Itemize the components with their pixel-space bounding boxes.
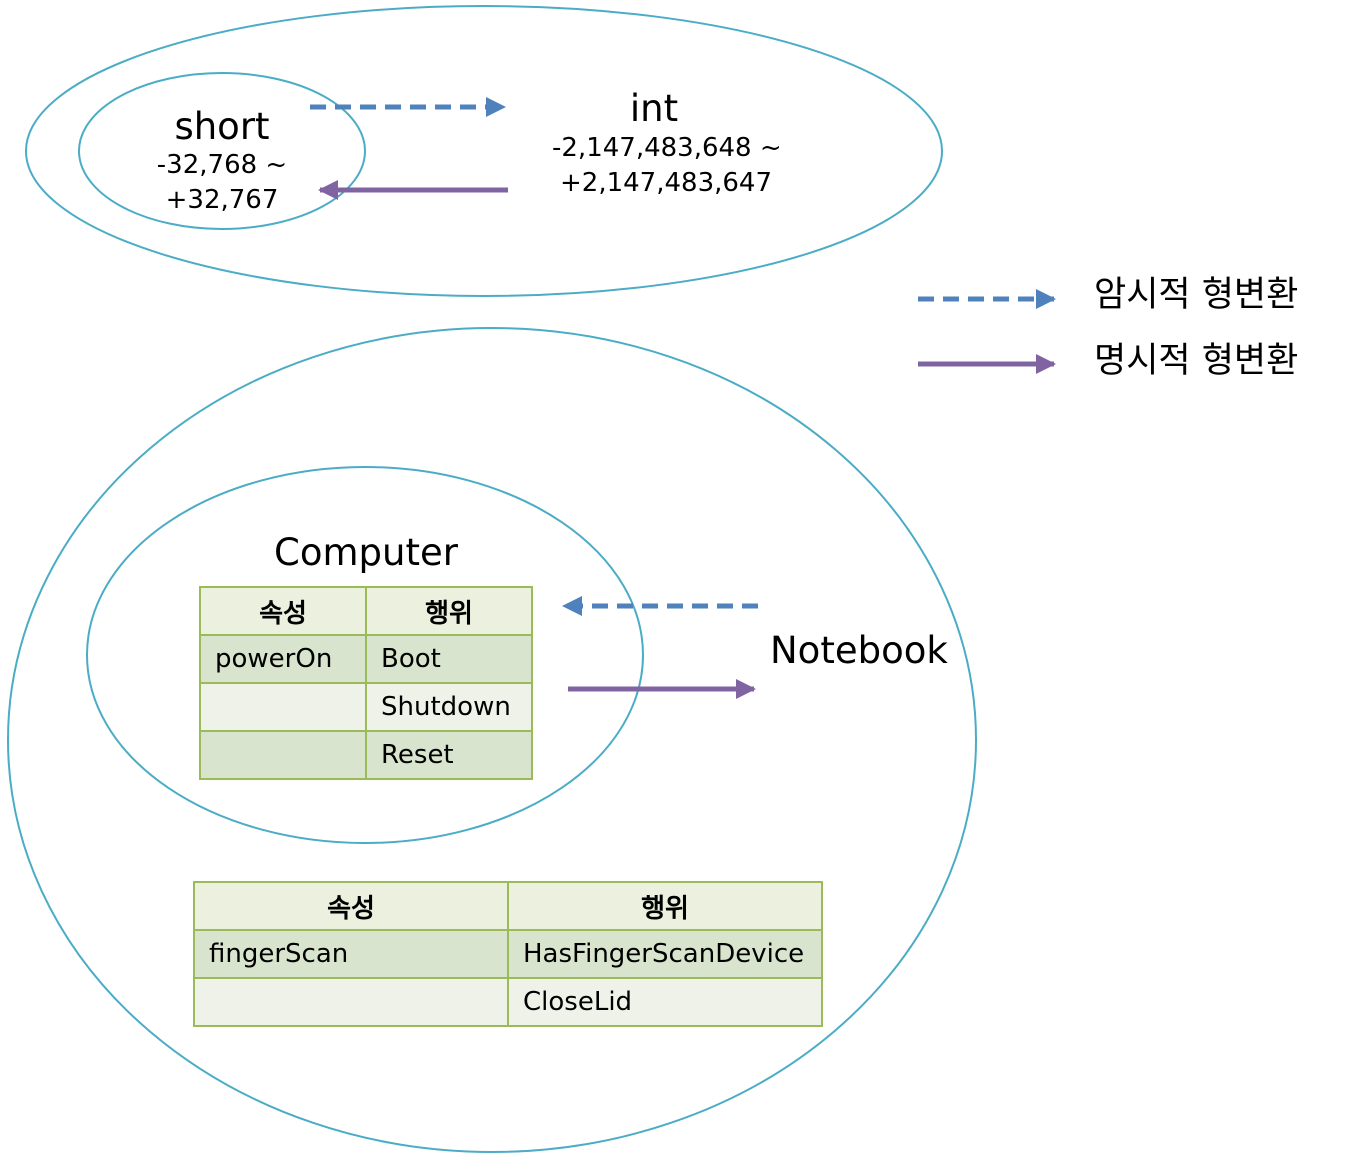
- short-range-max: +32,767: [165, 185, 279, 215]
- table-cell: [193, 977, 509, 1027]
- notebook-set-ellipse: [7, 327, 977, 1153]
- table-cell: [199, 730, 367, 780]
- short-range-min: -32,768 ~: [156, 150, 288, 180]
- computer-class-table: 속성 행위 powerOn Boot Shutdown Reset: [199, 586, 533, 780]
- table-cell: powerOn: [199, 634, 367, 684]
- notebook-class-label: Notebook: [770, 629, 948, 672]
- table-cell: CloseLid: [507, 977, 823, 1027]
- computer-table-header-attributes: 속성: [199, 586, 367, 636]
- table-cell: Shutdown: [365, 682, 533, 732]
- table-row: fingerScan HasFingerScanDevice: [193, 929, 823, 979]
- table-row: CloseLid: [193, 977, 823, 1027]
- computer-table-header-behaviors: 행위: [365, 586, 533, 636]
- table-row: powerOn Boot: [199, 634, 533, 684]
- table-cell: HasFingerScanDevice: [507, 929, 823, 979]
- legend-explicit-label: 명시적 형변환: [1094, 341, 1299, 381]
- table-cell: fingerScan: [193, 929, 509, 979]
- legend-implicit-label: 암시적 형변환: [1094, 275, 1299, 315]
- int-range-max: +2,147,483,647: [560, 168, 772, 198]
- table-cell: [199, 682, 367, 732]
- int-type-label: int: [629, 87, 679, 130]
- table-cell: Boot: [365, 634, 533, 684]
- short-type-label: short: [174, 105, 270, 148]
- short-set-ellipse: [78, 72, 366, 230]
- notebook-table-header-attributes: 속성: [193, 881, 509, 931]
- int-set-ellipse: [25, 5, 943, 297]
- computer-class-label: Computer: [274, 531, 458, 574]
- int-range-min: -2,147,483,648 ~: [552, 133, 782, 163]
- notebook-class-table: 속성 행위 fingerScan HasFingerScanDevice Clo…: [193, 881, 823, 1027]
- table-row: Reset: [199, 730, 533, 780]
- notebook-table-header-behaviors: 행위: [507, 881, 823, 931]
- computer-set-ellipse: [86, 466, 644, 844]
- table-cell: Reset: [365, 730, 533, 780]
- table-row: Shutdown: [199, 682, 533, 732]
